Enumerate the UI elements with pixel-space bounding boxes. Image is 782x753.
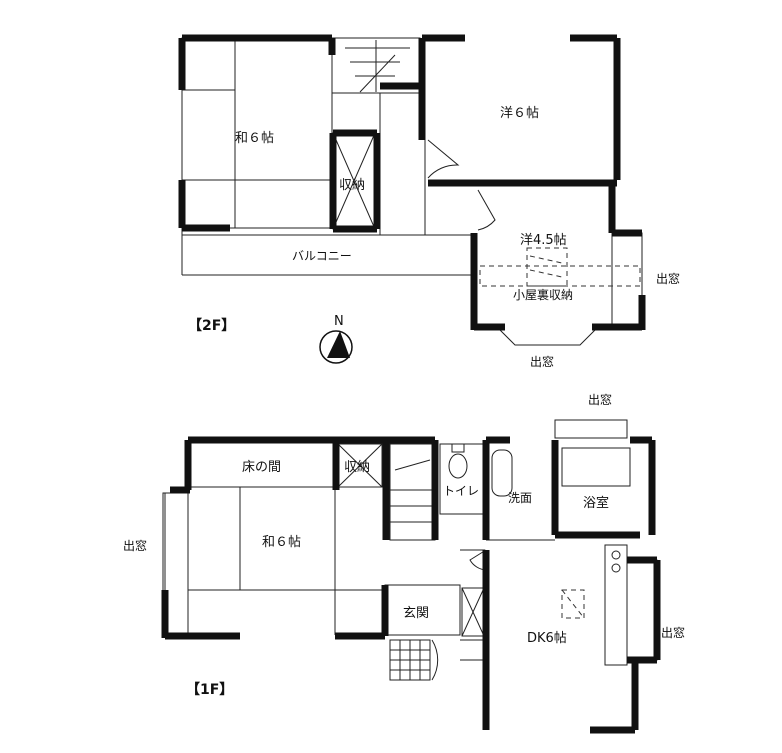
f2-attic-label: 小屋裏収納 <box>513 287 573 302</box>
floor-1-thin-lines <box>162 419 658 681</box>
compass-north-label: N <box>334 314 344 329</box>
f1-window-left-label: 出窓 <box>123 538 147 553</box>
floor-2-plan: 和６帖 洋６帖 収納 洋4.5帖 バルコニー 小屋裏収納 出窓 出窓 【2F】 … <box>178 34 680 369</box>
f2-washitsu-label: 和６帖 <box>235 131 274 146</box>
f1-toilet-label: トイレ <box>443 484 479 498</box>
floor-1-plan: 床の間 収納 和６帖 トイレ 洗面 浴室 玄関 DK6帖 出窓 出窓 出窓 【1… <box>123 392 685 734</box>
f2-balcony-label: バルコニー <box>292 249 352 263</box>
f1-washitsu-label: 和６帖 <box>262 535 301 550</box>
f1-bath-label: 浴室 <box>583 495 609 511</box>
f2-yoshitsu2-label: 洋4.5帖 <box>520 233 567 248</box>
f1-window-right-label: 出窓 <box>661 625 685 640</box>
f2-bay-window-right-label: 出窓 <box>656 271 680 286</box>
genkan-tile-pattern <box>389 639 431 681</box>
compass-icon: N <box>319 314 353 364</box>
f2-storage-label: 収納 <box>339 178 365 193</box>
floor-1-walls <box>161 436 661 734</box>
f2-yoshitsu1-label: 洋６帖 <box>500 106 539 121</box>
f2-floor-tag: 【2F】 <box>188 318 235 334</box>
f1-entrance-label: 玄関 <box>403 606 429 621</box>
f1-storage-label: 収納 <box>344 460 370 475</box>
f1-tokonoma-label: 床の間 <box>242 460 281 475</box>
f1-washroom-label: 洗面 <box>508 491 532 505</box>
floor-2-walls <box>178 34 646 331</box>
f1-window-top-label: 出窓 <box>588 392 612 407</box>
f2-bay-window-bottom-label: 出窓 <box>530 354 554 369</box>
f1-floor-tag: 【1F】 <box>186 682 233 698</box>
f1-dk-label: DK6帖 <box>527 631 567 646</box>
